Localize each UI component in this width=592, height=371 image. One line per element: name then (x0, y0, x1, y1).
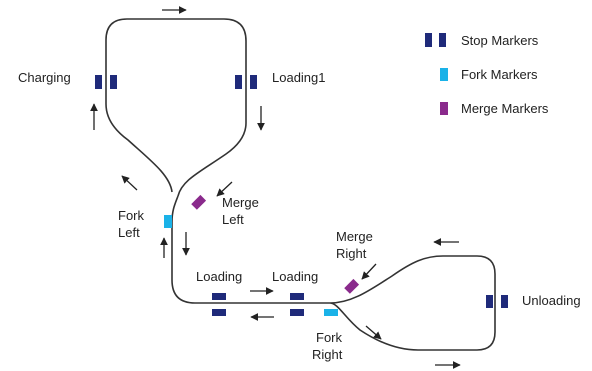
stop-marker-loading-a (212, 293, 226, 316)
stem-track (171, 195, 330, 304)
stop-marker-unloading (486, 295, 508, 308)
label-fork-right-line2: Right (312, 347, 343, 362)
legend-stop-swatch (425, 33, 446, 47)
merge-marker-left (191, 194, 207, 210)
label-merge-right-line1: Merge (336, 229, 373, 244)
merge-marker-right (344, 278, 360, 294)
fork-marker-left (164, 215, 172, 228)
arrow-merge-left-diag (216, 181, 233, 197)
legend-fork-label: Fork Markers (461, 67, 538, 82)
arrow-fork-right-diag (365, 325, 382, 340)
upper-loop-track (105, 18, 247, 197)
label-fork-left-line1: Fork (118, 208, 145, 223)
label-merge-left-line2: Left (222, 212, 244, 227)
arrow-fork-left-diag (121, 175, 138, 191)
stop-marker-loading1 (235, 75, 257, 89)
label-loading-b: Loading (272, 269, 318, 284)
right-loop-track (329, 255, 496, 351)
label-loading-a: Loading (196, 269, 242, 284)
label-merge-right-line2: Right (336, 246, 367, 261)
label-unloading: Unloading (522, 293, 581, 308)
legend-fork-swatch (440, 68, 448, 81)
legend-merge-label: Merge Markers (461, 101, 549, 116)
stop-marker-charging (95, 75, 117, 89)
label-fork-right-line1: Fork (316, 330, 343, 345)
legend-stop-label: Stop Markers (461, 33, 539, 48)
label-fork-left-line2: Left (118, 225, 140, 240)
label-charging: Charging (18, 70, 71, 85)
arrow-merge-right-diag (361, 263, 377, 280)
fork-marker-right (324, 309, 338, 316)
stop-marker-loading-b (290, 293, 304, 316)
label-loading1: Loading1 (272, 70, 326, 85)
label-merge-left-line1: Merge (222, 195, 259, 210)
legend-merge-swatch (440, 102, 448, 115)
legend: Stop Markers Fork Markers Merge Markers (425, 33, 549, 116)
